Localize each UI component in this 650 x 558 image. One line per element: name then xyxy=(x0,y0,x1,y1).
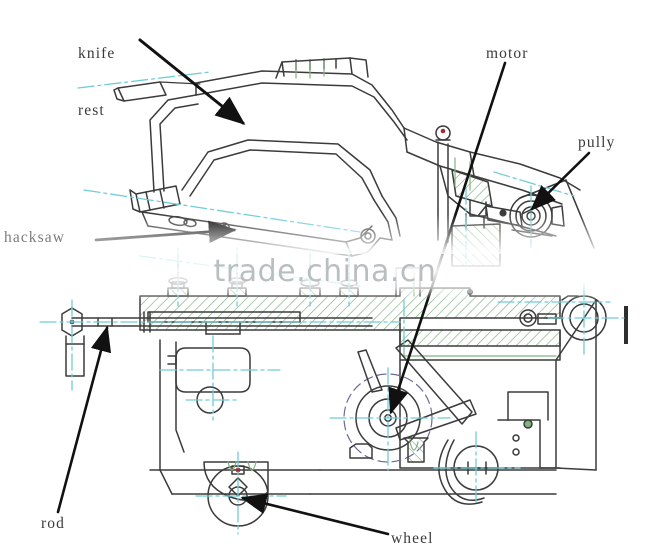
label-rod: rod xyxy=(41,515,65,532)
machine-body-casting xyxy=(403,125,581,267)
drawing-body xyxy=(39,57,628,535)
leader-knife-rest xyxy=(138,38,246,125)
label-hacksaw: hacksaw xyxy=(4,229,66,246)
right-hand-wheel xyxy=(438,391,561,505)
saw-bow-frame xyxy=(113,57,408,257)
label-wheel: wheel xyxy=(391,530,434,547)
leader-lines xyxy=(56,38,591,536)
label-motor: motor xyxy=(486,45,529,62)
leader-rod xyxy=(56,325,112,514)
leader-pully xyxy=(530,151,591,211)
label-knife-rest-line2: rest xyxy=(78,102,105,119)
label-knife-rest: knife rest xyxy=(78,6,115,158)
label-knife-rest-line1: knife xyxy=(78,45,116,62)
leader-wheel xyxy=(240,493,390,536)
label-pully: pully xyxy=(578,134,616,151)
